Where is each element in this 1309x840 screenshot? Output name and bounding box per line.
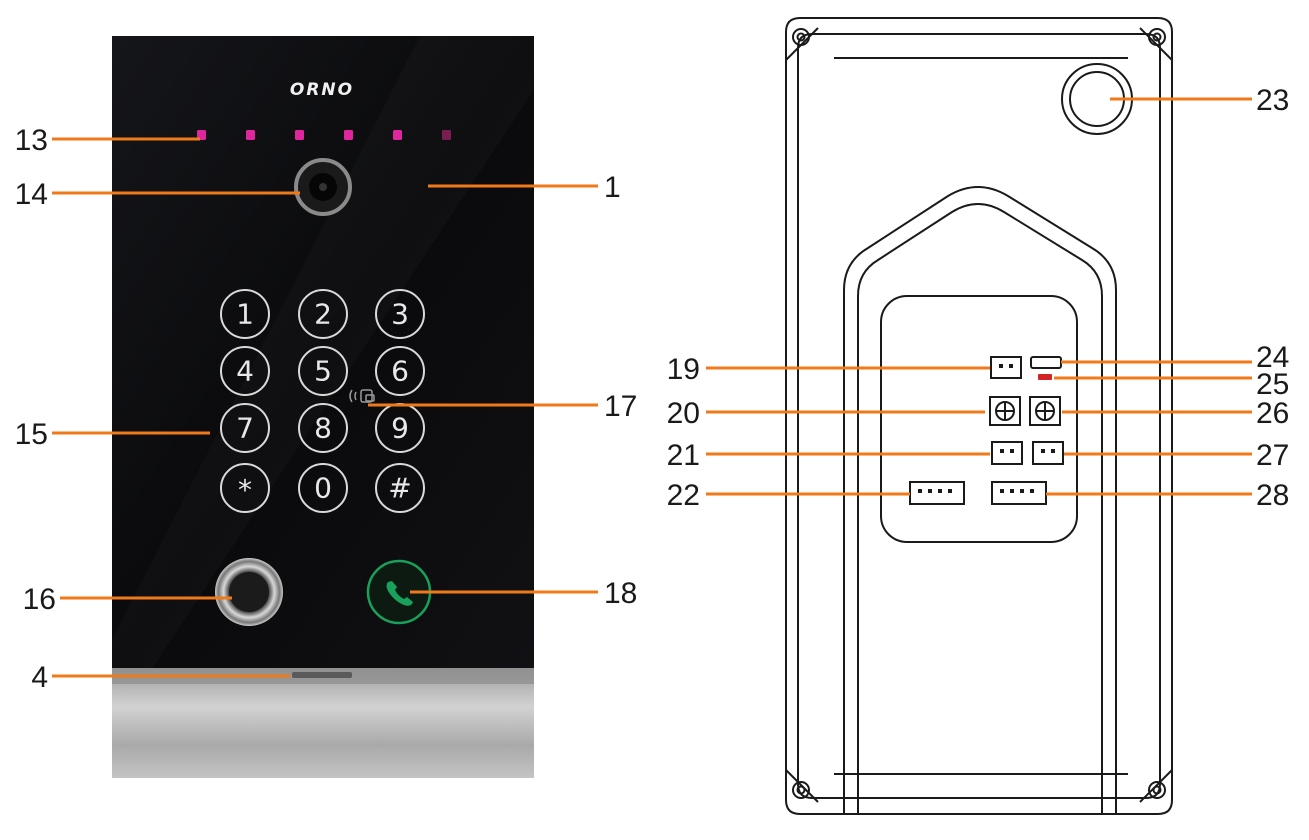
indicator-25 — [1038, 374, 1052, 380]
svg-text:4: 4 — [236, 355, 254, 388]
led-3 — [295, 130, 304, 140]
led-6 — [442, 130, 451, 140]
callout-14: 14 — [15, 178, 48, 211]
key-4[interactable]: 4 — [220, 346, 270, 396]
svg-text:8: 8 — [314, 412, 332, 445]
led-2 — [246, 130, 255, 140]
callout-17: 17 — [604, 390, 637, 423]
svg-text:7: 7 — [236, 412, 254, 445]
led-4 — [344, 130, 353, 140]
callout-22: 22 — [667, 479, 700, 512]
connector-22 — [909, 481, 965, 505]
led-5 — [393, 130, 402, 140]
corner-screw-bl — [792, 781, 810, 799]
callout-24: 24 — [1256, 341, 1289, 374]
connector-24 — [1030, 356, 1062, 369]
front-panel: ORNO 1 2 3 4 5 6 7 8 9 * 0 — [112, 36, 534, 778]
led-indicators — [197, 130, 451, 140]
key-1[interactable]: 1 — [220, 289, 270, 339]
key-8[interactable]: 8 — [298, 403, 348, 453]
terminal-window — [880, 295, 1078, 543]
callout-18: 18 — [604, 577, 637, 610]
corner-screw-br — [1148, 781, 1166, 799]
brand-logo: ORNO — [290, 80, 354, 100]
key-7[interactable]: 7 — [220, 403, 270, 453]
exit-button[interactable] — [215, 558, 283, 626]
svg-text:9: 9 — [391, 412, 409, 445]
callout-27: 27 — [1256, 439, 1289, 472]
leader-lines — [52, 97, 1252, 678]
microphone-slot — [292, 672, 352, 678]
key-hash[interactable]: # — [375, 463, 425, 513]
svg-text:0: 0 — [314, 472, 332, 505]
svg-text:1: 1 — [236, 298, 254, 331]
steel-bottom-plate — [112, 668, 534, 778]
callout-13: 13 — [15, 124, 48, 157]
connector-27 — [1032, 441, 1064, 465]
key-star[interactable]: * — [220, 463, 270, 513]
callout-labels: 13 14 1 15 17 16 18 4 23 19 20 21 22 24 … — [15, 84, 1290, 694]
svg-text:2: 2 — [314, 298, 332, 331]
callout-25: 25 — [1256, 368, 1289, 401]
callout-23: 23 — [1256, 84, 1289, 117]
callout-19: 19 — [667, 353, 700, 386]
key-2[interactable]: 2 — [298, 289, 348, 339]
callout-4: 4 — [31, 661, 48, 694]
rear-housing — [785, 17, 1173, 815]
callout-28: 28 — [1256, 479, 1289, 512]
svg-text:6: 6 — [391, 355, 409, 388]
key-0[interactable]: 0 — [298, 463, 348, 513]
panel-glass — [112, 36, 534, 672]
rfid-icon — [349, 389, 375, 403]
potentiometer-20[interactable] — [989, 396, 1021, 426]
svg-text:*: * — [238, 474, 252, 507]
potentiometer-26[interactable] — [1029, 396, 1061, 426]
connector-28 — [991, 481, 1047, 505]
callout-20: 20 — [667, 397, 700, 430]
callout-15: 15 — [15, 418, 48, 451]
svg-text:5: 5 — [314, 355, 332, 388]
connector-21 — [991, 441, 1023, 465]
svg-text:3: 3 — [391, 298, 409, 331]
camera-lens — [294, 158, 352, 216]
keypad: 1 2 3 4 5 6 7 8 9 * 0 # — [220, 289, 425, 513]
callout-21: 21 — [667, 439, 700, 472]
callout-1: 1 — [604, 171, 621, 204]
key-3[interactable]: 3 — [375, 289, 425, 339]
callout-26: 26 — [1256, 397, 1289, 430]
key-6[interactable]: 6 — [375, 346, 425, 396]
callout-16: 16 — [23, 583, 56, 616]
phone-icon — [386, 581, 413, 606]
connector-19 — [990, 356, 1022, 379]
svg-text:#: # — [388, 472, 411, 505]
key-5[interactable]: 5 — [298, 346, 348, 396]
